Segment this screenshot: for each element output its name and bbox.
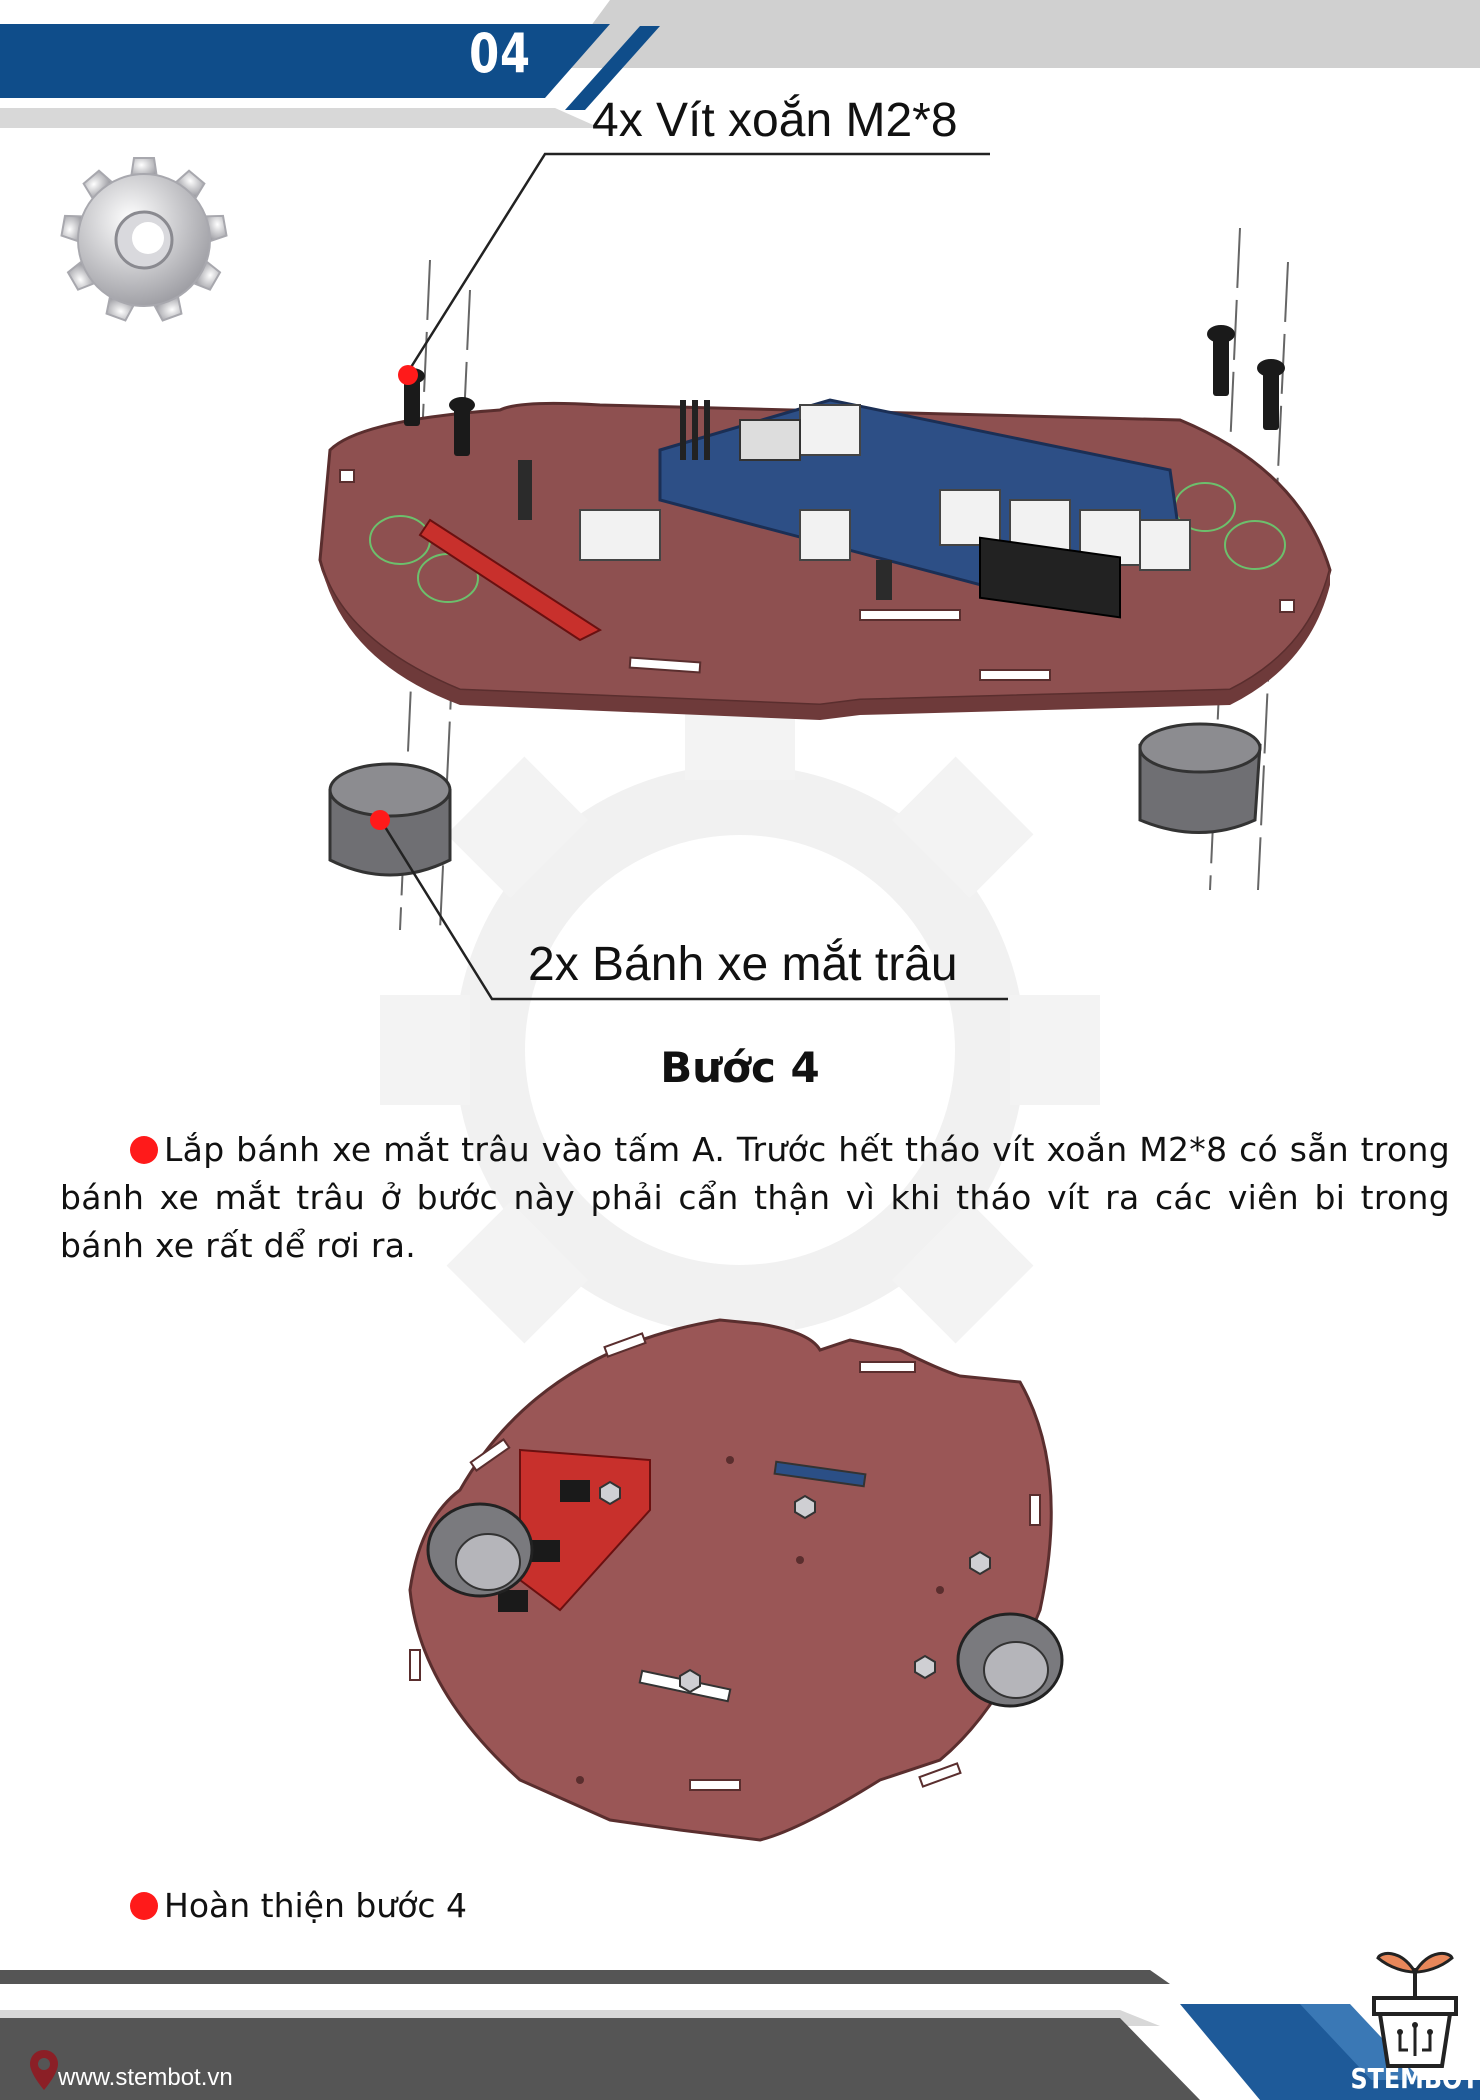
step-title: Bước 4 — [660, 1043, 820, 1092]
step-caption: Hoàn thiện bước 4 — [130, 1886, 467, 1925]
instruction-text: Lắp bánh xe mắt trâu vào tấm A. Trước hế… — [60, 1130, 1450, 1265]
page-number: 04 — [469, 22, 531, 85]
caption-text: Hoàn thiện bước 4 — [164, 1886, 468, 1925]
location-pin-icon — [30, 2050, 58, 2090]
step-instruction: Lắp bánh xe mắt trâu vào tấm A. Trước hế… — [60, 1126, 1450, 1270]
completed-assembly-illustration — [408, 1318, 1064, 1842]
footer-brand-logo-text: STEMBOT — [1350, 2062, 1479, 2095]
bullet-icon — [130, 1892, 158, 1920]
exploded-assembly-illustration — [318, 152, 1332, 1001]
bullet-icon — [130, 1136, 158, 1164]
plant-pot-logo-icon — [1372, 1951, 1458, 2068]
header-banner — [0, 0, 1480, 128]
footer-banner — [0, 1970, 1480, 2100]
gear-icon — [60, 157, 228, 322]
footer-website[interactable]: www.stembot.vn — [58, 2064, 233, 2091]
screw-callout-label: 4x Vít xoắn M2*8 — [592, 94, 958, 147]
caster-callout-label: 2x Bánh xe mắt trâu — [528, 938, 958, 991]
